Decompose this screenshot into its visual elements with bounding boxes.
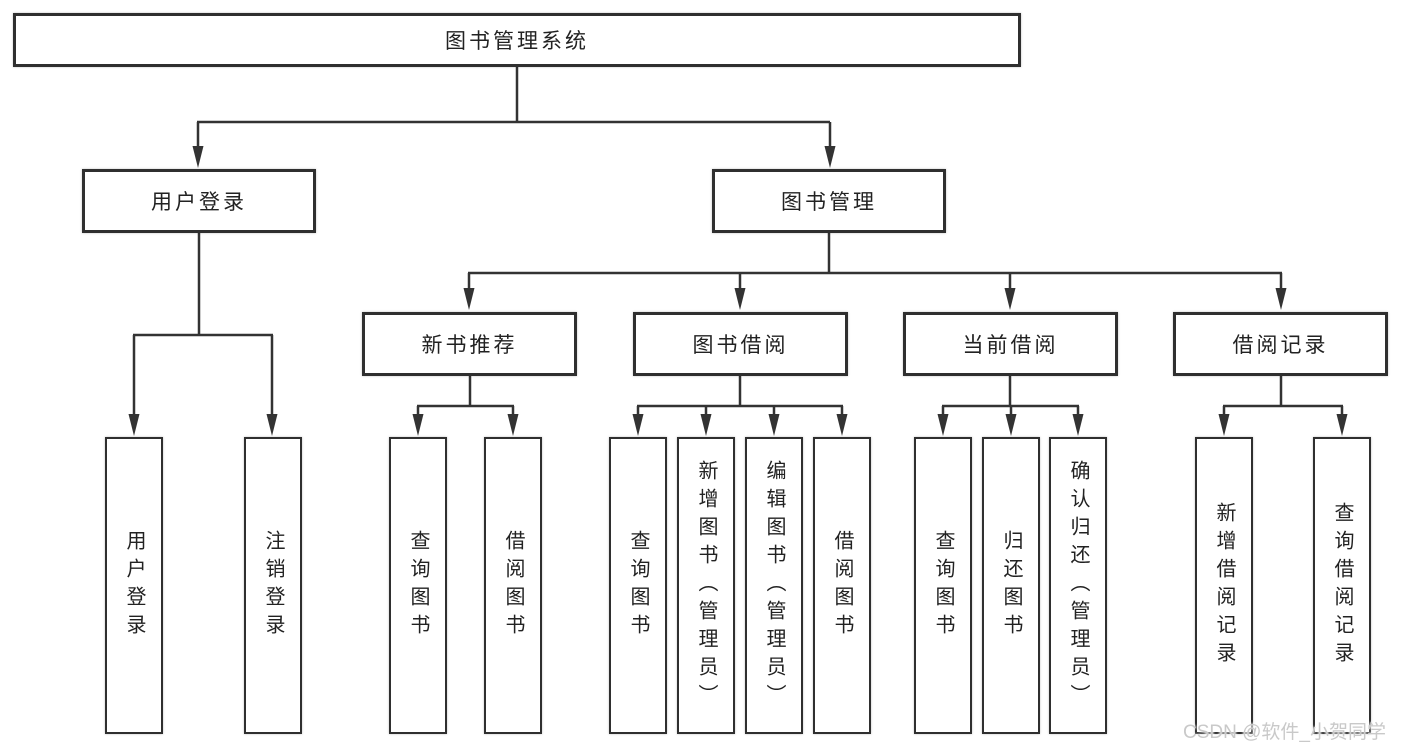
node-book-management: 图书管理: [712, 169, 946, 233]
leaf-label: 归还图书: [1000, 529, 1022, 642]
node-label: 图书借阅: [692, 334, 789, 357]
node-user-login: 用户登录: [82, 169, 316, 233]
leaf-recommend-borrow-books: 借阅图书: [484, 437, 542, 734]
leaf-edit-book-admin: 编辑图书（管理员）: [745, 437, 803, 734]
node-label: 新书推荐: [421, 334, 518, 357]
leaf-borrowing-borrow-books: 借阅图书: [813, 437, 871, 734]
leaf-label: 注销登录: [262, 529, 284, 642]
leaf-label: 新增图书（管理员）: [695, 459, 717, 712]
leaf-label: 查询借阅记录: [1331, 501, 1353, 670]
node-label: 用户登录: [151, 191, 247, 214]
node-new-book-recommendation: 新书推荐: [362, 312, 577, 376]
leaf-user-login: 用户登录: [105, 437, 163, 734]
leaf-borrowing-query-books: 查询图书: [609, 437, 667, 734]
node-borrowing-records: 借阅记录: [1173, 312, 1388, 376]
leaf-recommend-query-books: 查询图书: [389, 437, 447, 734]
leaf-label: 借阅图书: [502, 529, 524, 642]
node-label: 当前借阅: [962, 334, 1059, 357]
leaf-label: 确认归还（管理员）: [1067, 459, 1089, 712]
node-label: 图书管理: [781, 191, 877, 214]
leaf-current-query-books: 查询图书: [914, 437, 972, 734]
leaf-label: 查询图书: [932, 529, 954, 642]
leaf-return-books: 归还图书: [982, 437, 1040, 734]
node-book-borrowing: 图书借阅: [633, 312, 848, 376]
leaf-label: 编辑图书（管理员）: [763, 459, 785, 712]
leaf-label: 新增借阅记录: [1213, 501, 1235, 670]
leaf-logout: 注销登录: [244, 437, 302, 734]
leaf-add-borrow-record: 新增借阅记录: [1195, 437, 1253, 734]
leaf-confirm-return-admin: 确认归还（管理员）: [1049, 437, 1107, 734]
node-current-borrowing: 当前借阅: [903, 312, 1118, 376]
leaf-label: 用户登录: [123, 529, 145, 642]
leaf-label: 借阅图书: [831, 529, 853, 642]
csdn-watermark: CSDN @软件_小贺同学: [1183, 722, 1386, 743]
node-label: 图书管理系统: [445, 30, 589, 53]
node-library-management-system: 图书管理系统: [13, 13, 1021, 67]
node-label: 借阅记录: [1232, 334, 1329, 357]
leaf-label: 查询图书: [407, 529, 429, 642]
leaf-label: 查询图书: [627, 529, 649, 642]
leaf-query-borrow-record: 查询借阅记录: [1313, 437, 1371, 734]
leaf-add-book-admin: 新增图书（管理员）: [677, 437, 735, 734]
